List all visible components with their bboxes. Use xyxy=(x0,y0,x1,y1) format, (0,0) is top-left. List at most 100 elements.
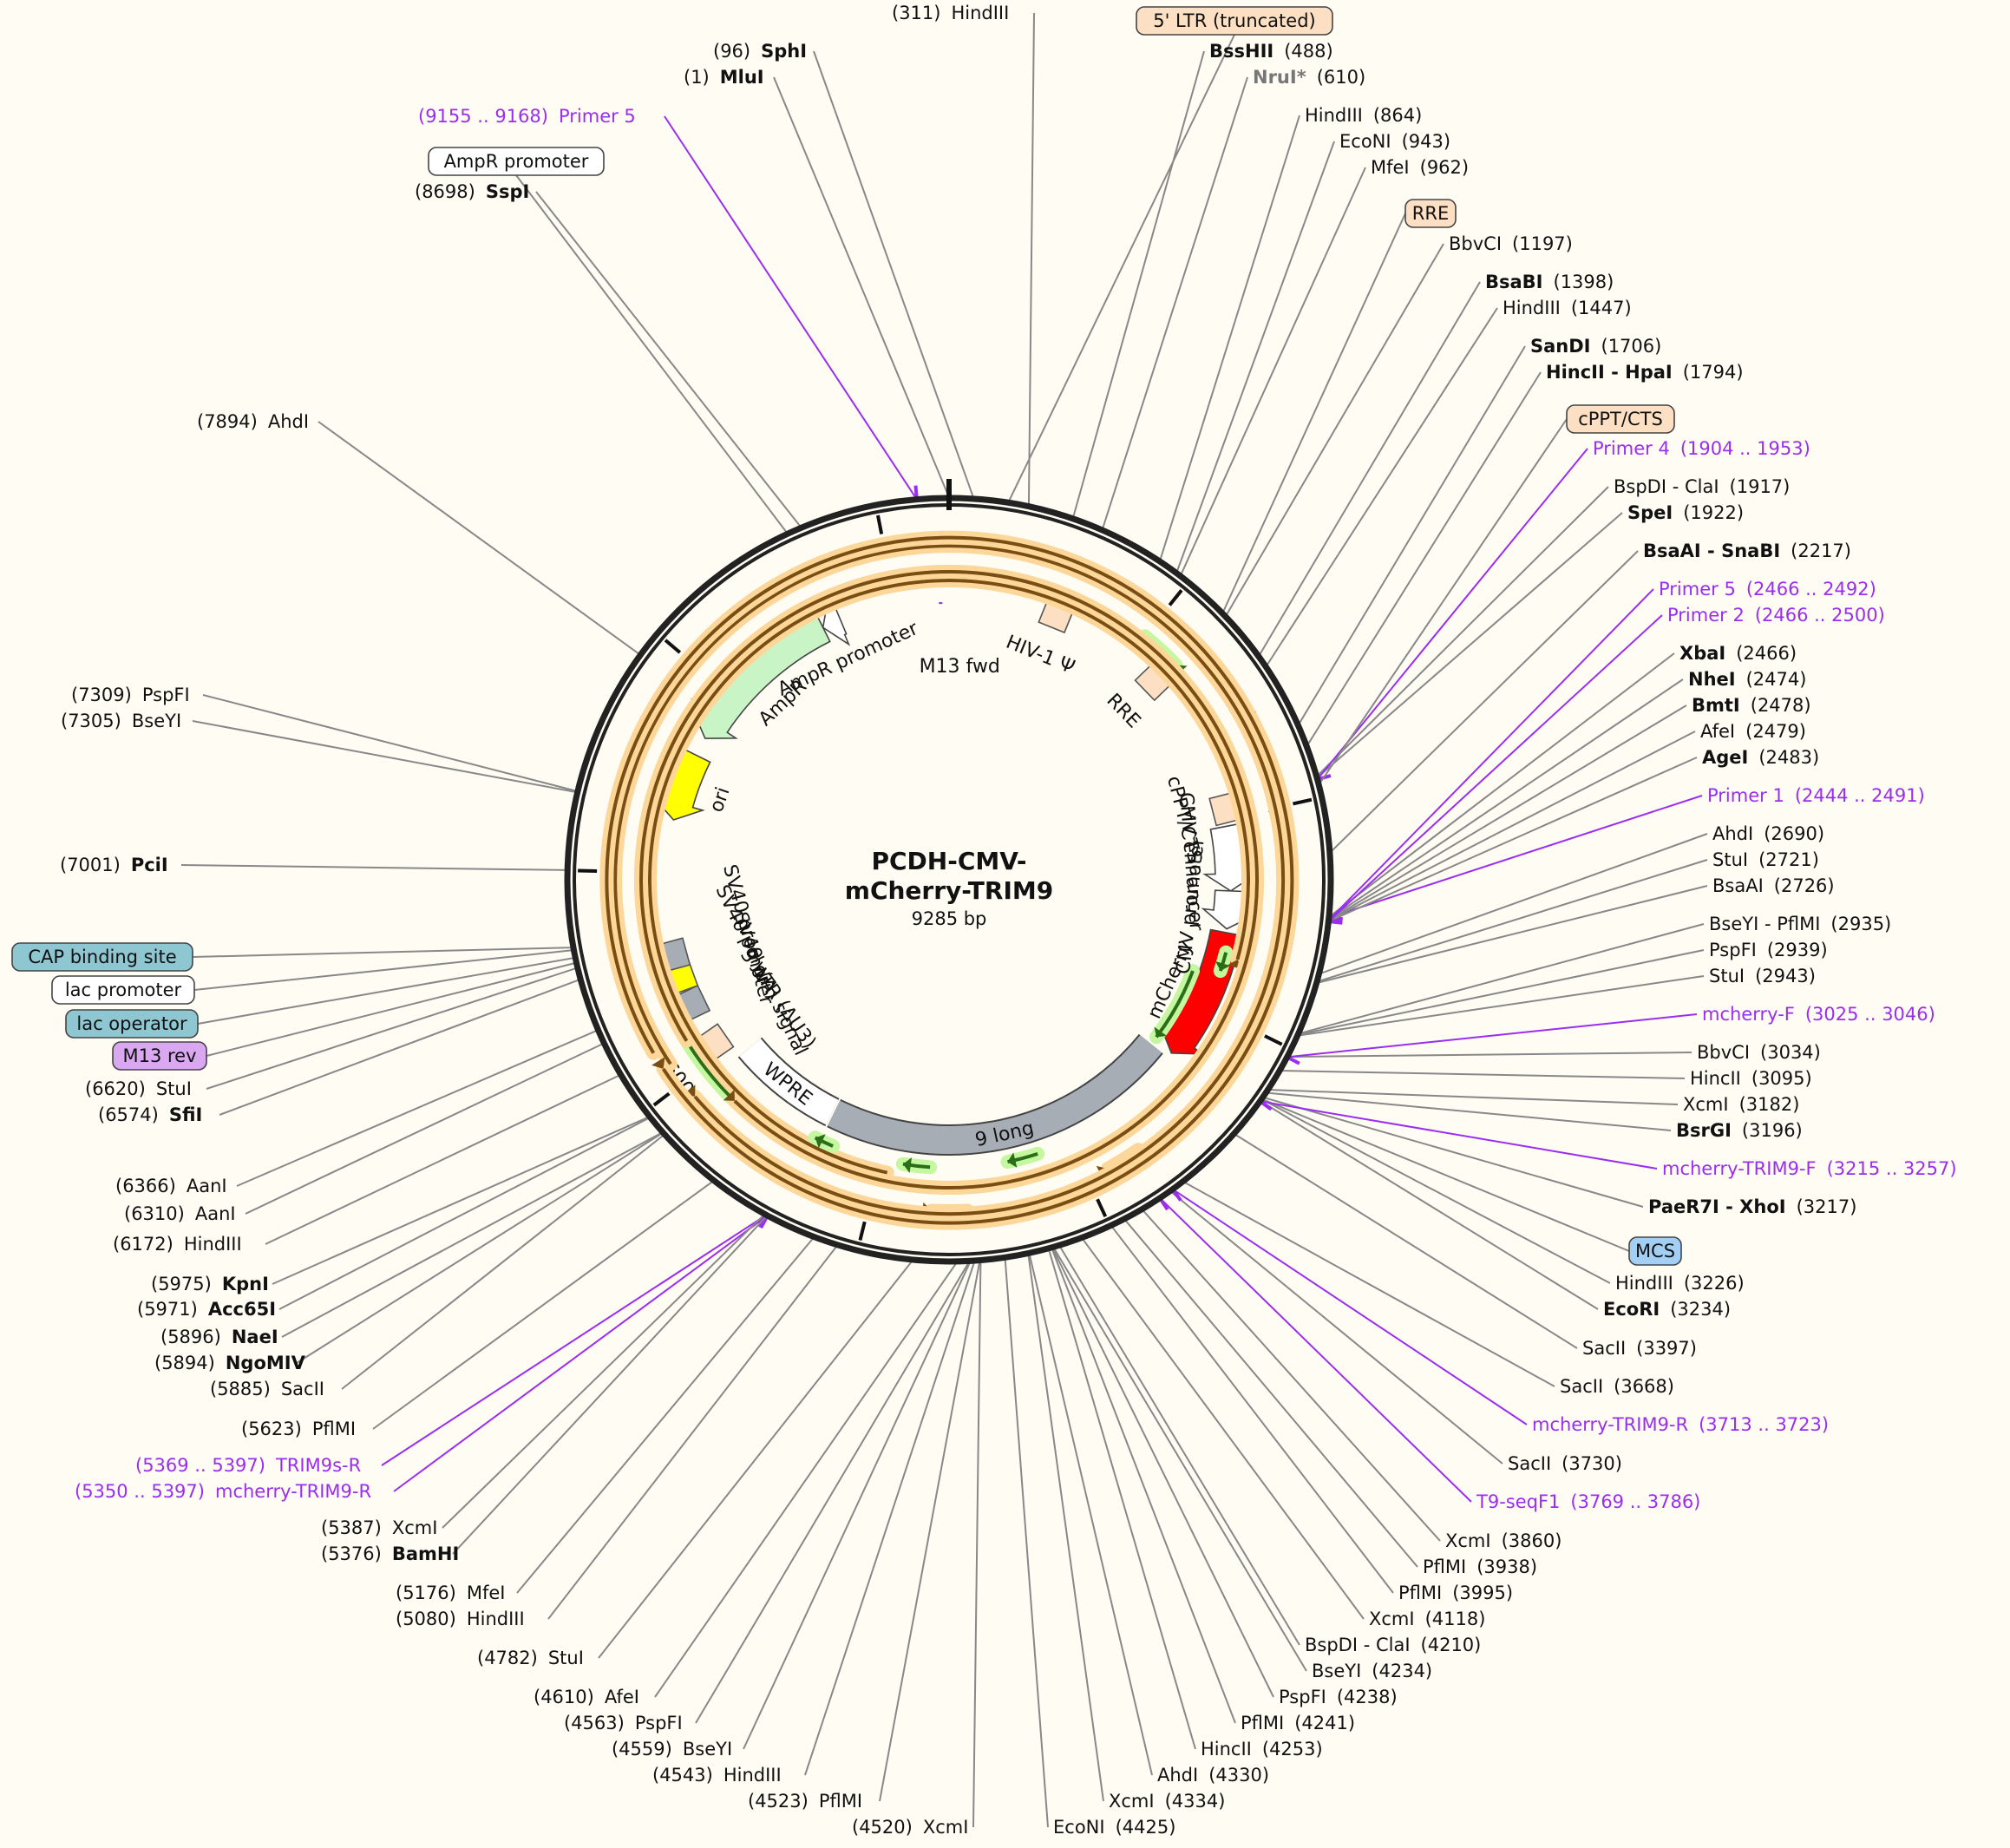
site-name: XcmI xyxy=(1683,1094,1729,1115)
site-position: (943) xyxy=(1402,131,1450,152)
leader-line xyxy=(1262,1096,1644,1208)
tick-9000 xyxy=(876,514,884,534)
site-label: (7305)BseYI xyxy=(61,711,181,731)
site-text: XcmI(4118) xyxy=(1369,1609,1485,1629)
orf-head xyxy=(815,1134,826,1149)
site-name: SacII xyxy=(1582,1338,1626,1359)
site-position: (5975) xyxy=(151,1274,212,1294)
leader-line xyxy=(1267,1089,1679,1105)
title-line-1: PCDH-CMV- xyxy=(871,847,1026,875)
site-name: PspFI xyxy=(1709,940,1757,960)
tick-8000 xyxy=(664,639,682,654)
feature-callout: M13 rev xyxy=(112,1041,207,1071)
site-text: PspFI(4238) xyxy=(1279,1687,1398,1707)
site-text: SpeI(1922) xyxy=(1627,502,1744,523)
leader-line xyxy=(1298,923,1705,1035)
orf-line xyxy=(639,570,1260,1189)
site-position: (5176) xyxy=(396,1583,456,1603)
leader-line xyxy=(1328,678,1684,921)
site-label: (4543)HindIII xyxy=(652,1765,782,1786)
site-name: PspFI xyxy=(1279,1687,1326,1707)
leader-line xyxy=(202,694,579,793)
site-label: HindIII(3226) xyxy=(1615,1273,1745,1294)
site-name: SfiI xyxy=(169,1104,203,1125)
site-text: mcherry-TRIM9-R(3713 .. 3723) xyxy=(1532,1414,1829,1435)
site-text: StuI(2721) xyxy=(1712,849,1819,870)
leader-line xyxy=(281,1131,664,1338)
site-label: HindIII(864) xyxy=(1305,105,1422,126)
site-text: (5369 .. 5397)TRIM9s-R xyxy=(135,1455,361,1476)
site-position: (4559) xyxy=(612,1739,672,1760)
leader-line xyxy=(1081,1236,1365,1620)
site-label: (8698)SspI xyxy=(415,181,529,202)
site-label: (7309)PspFI xyxy=(71,685,190,705)
leader-line xyxy=(654,1261,959,1698)
site-text: BmtI(2478) xyxy=(1692,695,1811,716)
site-position: (3860) xyxy=(1502,1530,1562,1551)
primer-label: (9155 .. 9168)Primer 5 xyxy=(418,106,636,127)
site-text: (4782)StuI xyxy=(477,1648,584,1668)
site-name: EcoNI xyxy=(1053,1817,1105,1838)
site-text: mcherry-F(3025 .. 3046) xyxy=(1702,1004,1935,1025)
site-position: (4543) xyxy=(652,1765,713,1786)
callout-label: MCS xyxy=(1635,1241,1675,1261)
site-label: XcmI(4118) xyxy=(1369,1609,1485,1629)
site-text: (7001)PciI xyxy=(60,855,168,875)
site-label: NheI(2474) xyxy=(1688,669,1806,690)
site-text: (9155 .. 9168)Primer 5 xyxy=(418,106,636,127)
leader-line xyxy=(773,76,951,499)
site-name: AfeI xyxy=(1700,721,1735,742)
site-name: XcmI xyxy=(1369,1609,1415,1629)
site-name: PspFI xyxy=(635,1713,683,1733)
site-position: (5350 .. 5397) xyxy=(75,1481,205,1502)
site-label: BseYI - PflMI(2935) xyxy=(1709,914,1891,934)
site-label: XcmI(3860) xyxy=(1445,1530,1562,1551)
site-position: (3769 .. 3786) xyxy=(1570,1491,1700,1512)
site-position: (1794) xyxy=(1683,362,1744,383)
site-position: (2217) xyxy=(1791,541,1851,561)
feature-label: RRE xyxy=(1102,690,1144,732)
site-name: AanI xyxy=(187,1176,227,1196)
leader-line xyxy=(547,1244,839,1620)
leader-line xyxy=(1297,345,1526,726)
site-position: (96) xyxy=(713,41,750,62)
leader-line xyxy=(1233,1132,1578,1349)
site-name: MluI xyxy=(720,67,764,88)
site-position: (5369 .. 5397) xyxy=(135,1455,265,1476)
site-name: AfeI xyxy=(605,1687,639,1707)
site-name: StuI xyxy=(548,1648,584,1668)
site-position: (5623) xyxy=(241,1419,302,1439)
site-label: BspDI - ClaI(4210) xyxy=(1305,1635,1481,1655)
site-position: (1) xyxy=(684,67,710,88)
site-position: (5376) xyxy=(321,1543,382,1564)
site-label: AfeI(2479) xyxy=(1700,721,1806,742)
site-position: (3713 .. 3723) xyxy=(1699,1414,1829,1435)
leader-line xyxy=(372,1179,715,1430)
primer-label: Primer 2(2466 .. 2500) xyxy=(1667,605,1885,626)
site-text: (5080)HindIII xyxy=(396,1609,525,1629)
site-text: (5975)KpnI xyxy=(151,1274,269,1294)
leader-lines xyxy=(180,12,1708,1828)
leader-line xyxy=(1327,757,1698,922)
tick-6000 xyxy=(652,1091,671,1107)
feature-band xyxy=(739,1038,839,1125)
site-name: PciI xyxy=(131,855,168,875)
site-name: mcherry-F xyxy=(1702,1004,1795,1025)
site-position: (1197) xyxy=(1512,233,1573,254)
site-text: mcherry-TRIM9-F(3215 .. 3257) xyxy=(1662,1158,1957,1179)
leader-line xyxy=(1327,614,1663,922)
site-label: NruI*(610) xyxy=(1253,67,1365,88)
site-position: (4425) xyxy=(1116,1817,1176,1838)
leader-line xyxy=(452,1215,769,1555)
leader-line xyxy=(206,967,579,1090)
leader-line xyxy=(1182,1180,1555,1387)
site-name: AgeI xyxy=(1702,747,1748,768)
site-label: (5896)NaeI xyxy=(160,1327,278,1347)
site-text: BsaAI(2726) xyxy=(1712,875,1835,896)
leader-line xyxy=(1052,1246,1307,1672)
primer-label: mcherry-TRIM9-F(3215 .. 3257) xyxy=(1662,1158,1957,1179)
site-text: AfeI(2479) xyxy=(1700,721,1806,742)
site-position: (3217) xyxy=(1797,1196,1857,1217)
site-position: (5971) xyxy=(137,1299,198,1320)
site-name: BspDI - ClaI xyxy=(1305,1635,1411,1655)
